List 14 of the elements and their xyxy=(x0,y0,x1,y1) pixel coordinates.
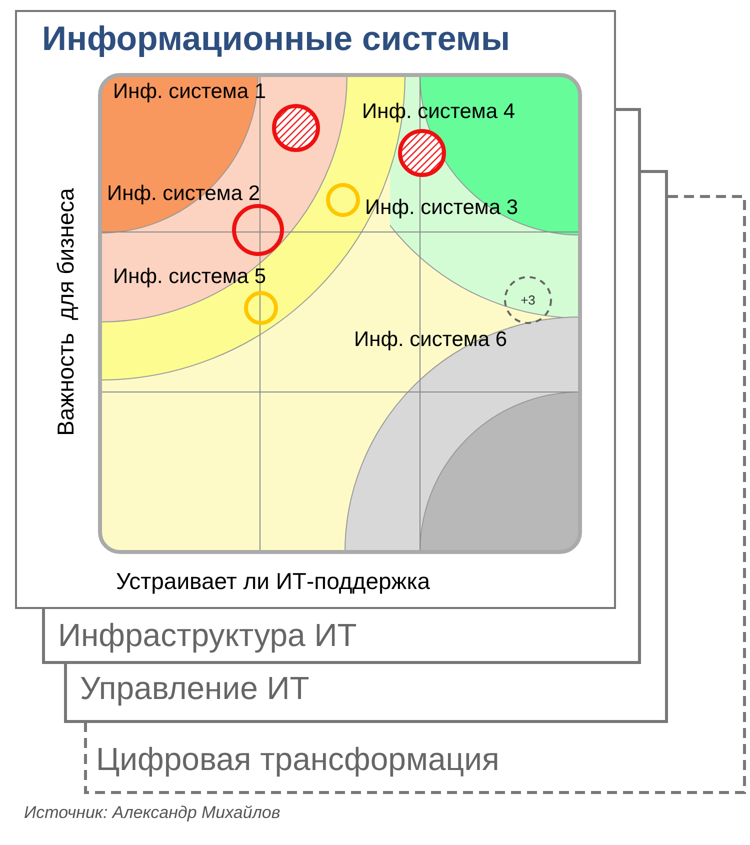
system-label: Инф. система 1 xyxy=(113,80,266,104)
layer-title: Управление ИТ xyxy=(80,670,310,707)
layer-title: Инфраструктура ИТ xyxy=(58,617,357,654)
system-label: Инф. система 2 xyxy=(107,182,260,206)
system-label: Инф. система 5 xyxy=(113,265,266,289)
layer-title: Цифровая трансформация xyxy=(96,741,500,778)
system-label: Инф. система 3 xyxy=(365,196,518,220)
count-label: +3 xyxy=(520,292,536,308)
system-label: Инф. система 4 xyxy=(362,100,516,124)
system-label: Инф. система 6 xyxy=(354,328,508,352)
axis-label: Важность для бизнеса xyxy=(52,188,80,436)
source-note: Источник: Александр Михайлов xyxy=(24,803,280,823)
panel-title: Информационные системы xyxy=(42,20,510,59)
axis-label: Устраивает ли ИТ-поддержка xyxy=(116,568,430,595)
